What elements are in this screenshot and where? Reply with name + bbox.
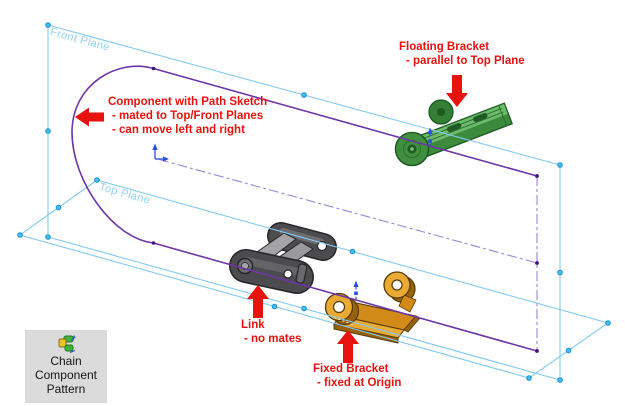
- annotation-title: Fixed Bracket: [313, 363, 389, 375]
- annotation-arrows: [75, 75, 468, 363]
- assembly-origin-icon: [152, 143, 169, 162]
- bracket-wheel-hub: [410, 147, 414, 151]
- annotation-note: - no mates: [244, 333, 302, 345]
- link-slot: [295, 263, 308, 284]
- front-plane-outline[interactable]: [47, 24, 561, 381]
- path-arc: [71, 65, 154, 244]
- arrow-left-path-component: [75, 107, 104, 127]
- button-label-line: Component: [34, 368, 98, 382]
- construction-centerlines[interactable]: [158, 158, 538, 352]
- annotation-fixed-bracket: Fixed Bracket - fixed at Origin: [313, 362, 401, 390]
- path-sketch[interactable]: [71, 65, 538, 352]
- plane-vertex-handles: [17, 22, 611, 383]
- floating-bracket-part[interactable]: [394, 99, 514, 167]
- arrow-up-fixed-bracket: [337, 330, 359, 363]
- arrow-up-link: [247, 285, 269, 318]
- arrow-down-floating-bracket: [446, 75, 468, 107]
- bracket-boss-rear-hole: [437, 108, 445, 116]
- annotation-path-component: Component with Path Sketch - mated to To…: [108, 95, 267, 137]
- floating-bracket-origin-icon: [427, 127, 433, 148]
- tray-front: [333, 323, 399, 344]
- annotation-note: - parallel to Top Plane: [406, 55, 525, 67]
- annotation-link: Link - no mates: [241, 318, 302, 346]
- chain-component-pattern-button[interactable]: Chain Component Pattern: [25, 330, 107, 403]
- annotation-note: - mated to Top/Front Planes: [112, 110, 264, 122]
- annotation-title: Link: [241, 319, 265, 331]
- path-top-line: [153, 67, 538, 177]
- top-plane-outline[interactable]: [18, 179, 610, 379]
- path-bottom-line: [153, 242, 538, 352]
- lug-hole: [391, 279, 403, 291]
- chain-component-pattern-icon: [58, 335, 76, 354]
- button-label-line: Chain: [50, 354, 82, 368]
- annotation-note: - can move left and right: [112, 124, 245, 136]
- button-label-line: Pattern: [46, 382, 86, 396]
- fixed-bracket-origin-icon: [353, 280, 359, 300]
- annotation-floating-bracket: Floating Bracket - parallel to Top Plane: [399, 40, 525, 68]
- lug-hole: [332, 300, 346, 314]
- chain-link-part[interactable]: [229, 222, 337, 294]
- annotation-title: Component with Path Sketch: [108, 96, 268, 108]
- fixed-bracket-part[interactable]: [324, 271, 421, 344]
- annotation-title: Floating Bracket: [399, 41, 490, 53]
- annotation-note: - fixed at Origin: [317, 377, 402, 389]
- sketch-endpoints: [151, 66, 539, 353]
- link-pin-hole: [283, 269, 293, 279]
- slot-centerline: [158, 158, 538, 264]
